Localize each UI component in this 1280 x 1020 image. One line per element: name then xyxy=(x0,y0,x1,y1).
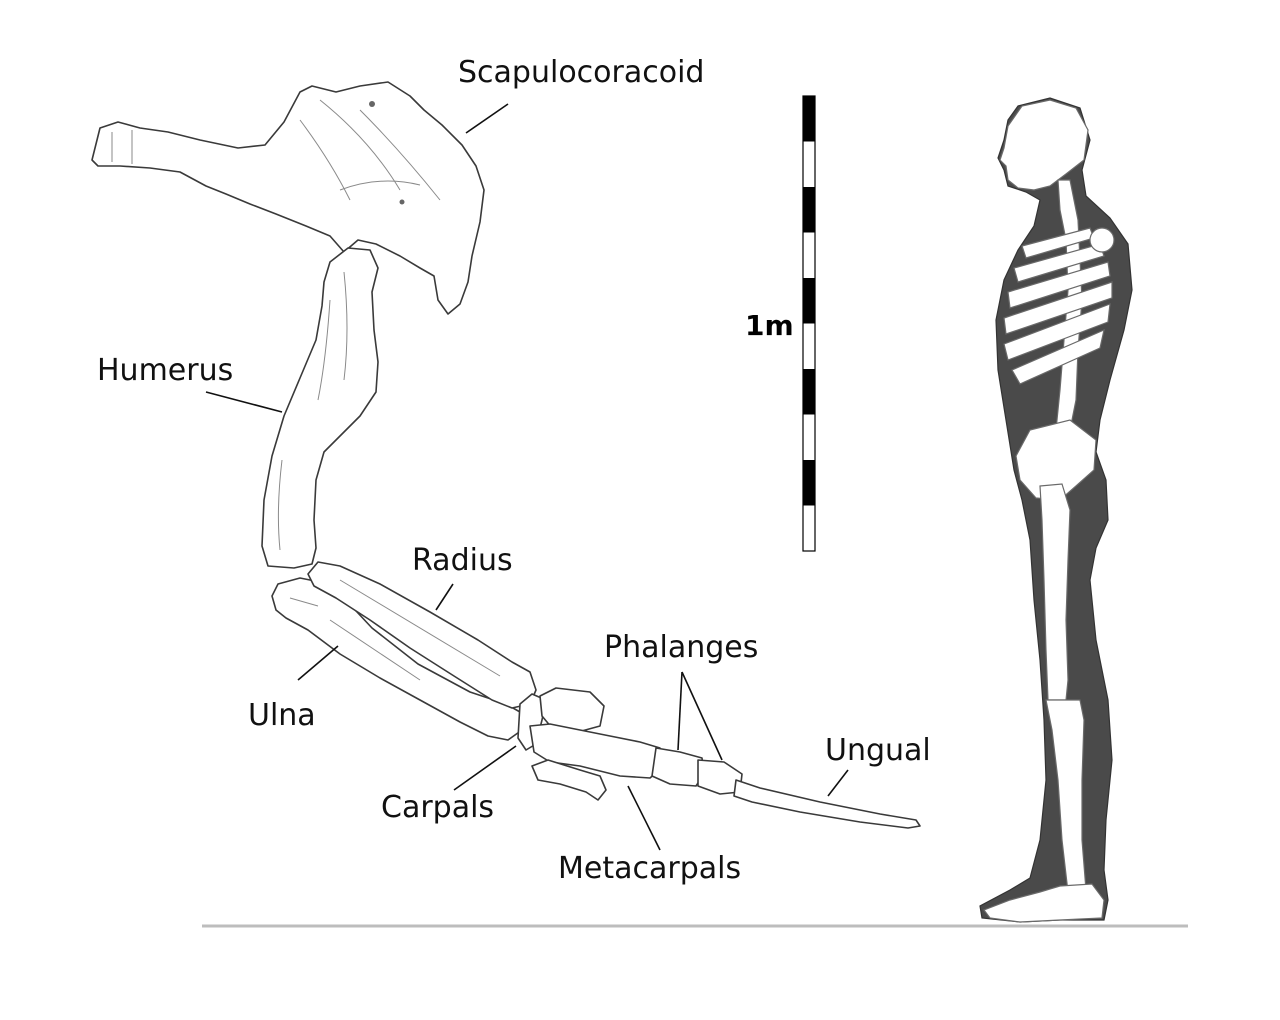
leader-ungual xyxy=(827,769,849,797)
scale-bar-segment xyxy=(803,278,815,324)
label-metacarpals: Metacarpals xyxy=(558,851,741,886)
forelimb-skeleton xyxy=(91,81,921,829)
scale-bar-outline xyxy=(802,95,816,552)
scale-bar-segment xyxy=(803,141,815,187)
phalanges-bones xyxy=(651,747,743,795)
leader-scapulocoracoid xyxy=(465,103,509,134)
scale-bar-segment xyxy=(803,414,815,460)
leader-humerus xyxy=(205,391,283,413)
scale-bar-segments xyxy=(803,96,815,551)
label-phalanges: Phalanges xyxy=(604,630,758,665)
scale-bar-segment xyxy=(803,369,815,415)
human-skull xyxy=(999,99,1089,191)
human-pelvis xyxy=(1015,419,1097,501)
label-scapulocoracoid: Scapulocoracoid xyxy=(458,55,704,90)
scale-bar-segment xyxy=(803,505,815,551)
label-humerus: Humerus xyxy=(97,353,233,388)
scapulocoracoid-bone xyxy=(91,81,485,315)
humerus-bone xyxy=(261,247,379,569)
label-radius: Radius xyxy=(412,543,513,578)
human-femur xyxy=(1039,483,1071,701)
label-ulna: Ulna xyxy=(248,698,316,733)
scale-bar-segment xyxy=(803,460,815,506)
human-foot xyxy=(983,883,1105,923)
scale-bar-segment xyxy=(803,323,815,369)
scale-bar-segment xyxy=(803,187,815,233)
human-skeleton-silhouette xyxy=(979,97,1133,923)
ungual-bone xyxy=(733,779,921,829)
human-ribcage xyxy=(1003,227,1115,385)
leader-phalanges-1 xyxy=(677,671,683,751)
scale-bar-segment xyxy=(803,96,815,142)
bone-labels: Scapulocoracoid Humerus Radius Ulna Phal… xyxy=(97,55,931,886)
leader-ulna xyxy=(297,645,339,681)
leader-metacarpals xyxy=(627,785,661,851)
carpals-bones xyxy=(517,687,605,751)
scale-bar: 1m xyxy=(745,95,816,552)
label-carpals: Carpals xyxy=(381,790,494,825)
scale-bar-label: 1m xyxy=(745,309,794,342)
label-ungual: Ungual xyxy=(825,733,931,768)
leader-radius xyxy=(435,583,454,611)
leader-phalanges-2 xyxy=(681,671,723,761)
scale-bar-segment xyxy=(803,232,815,278)
leader-carpals xyxy=(453,745,517,791)
metacarpals-bones xyxy=(529,723,665,801)
leader-lines xyxy=(205,103,849,851)
